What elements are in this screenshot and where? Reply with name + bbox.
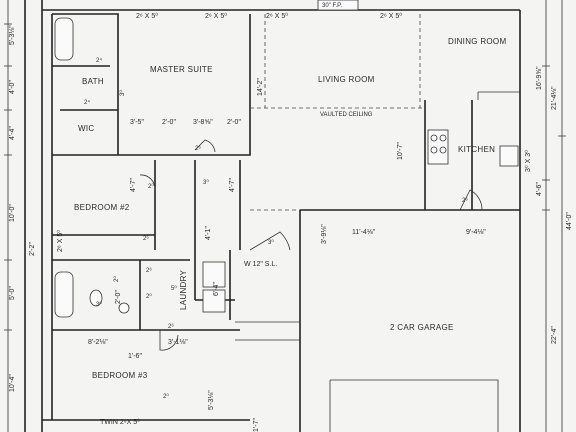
door-label: 2⁰ [113,276,120,282]
door-label: 2⁴ [84,99,90,106]
dimension-label: 4'-7" [229,178,236,192]
range [427,129,449,165]
washer [202,261,226,288]
door-labels: 2⁴ 2⁴ 3⁰ 2⁰ 2⁶ 3⁰ 2⁶ 2⁶ 3⁰ 2⁰ 2⁰ 5⁰ 2⁶ 2… [84,57,468,400]
annotations: VAULTED CEILING 30" F.P. W 12" S.L. TWIN… [100,3,373,426]
dimension-label: 5'-0" [9,286,16,300]
fixtures [54,0,520,318]
door-label: 2⁶ [143,235,149,242]
room-bedroom-3: BEDROOM #3 [92,371,148,380]
window-label: 3⁰ X 3⁰ [524,150,532,172]
master-tub [54,17,74,61]
door-label: 2⁶ [146,267,152,274]
dimension-label: 4'-7" [130,178,137,192]
dimension-label: 5'-3⅛" [9,25,16,45]
dimension-labels: 5'-3⅛" 4'-0" 4'-4" 10'-0" 2'-2" 5'-0" 10… [9,25,573,432]
dimension-label: 3'-9⅛" [321,224,328,244]
dimension-label: 3'-8⅝" [193,119,213,126]
wsl-note: W 12" S.L. [244,261,277,268]
room-master-suite: MASTER SUITE [150,65,213,74]
dimension-label: 21'-4⅛" [551,86,558,110]
interior-walls [51,13,473,420]
door-label: 3⁰ [119,90,126,96]
window-label: 2⁶ X 5⁰ [56,230,64,252]
dimension-label: 2'-2" [29,242,36,256]
dimension-label: 2'-0" [162,119,176,126]
dimension-label: 16'-9⅝" [536,66,543,90]
dimension-lines [4,0,566,432]
room-garage: 2 CAR GARAGE [390,323,454,332]
room-dining-room: DINING ROOM [448,37,506,46]
hall-tub [54,271,74,318]
dimension-label: 3'-5" [130,119,144,126]
dimension-label: 9'-4⅛" [466,229,486,236]
dimension-label: 6'-4" [213,282,220,296]
dimension-label: 3'-1⅛" [168,339,188,346]
dimension-label: 1'-6" [128,353,142,360]
room-wic: WIC [78,124,94,133]
window-label: 2⁶ X 5⁰ [136,12,158,20]
fireplace [317,0,359,11]
door-label: 3⁰ [203,179,209,186]
toilet [89,289,103,307]
dimension-label: 4'-0" [9,80,16,94]
room-bedroom-2: BEDROOM #2 [74,203,130,212]
window-label: 2⁶ X 5⁰ [266,12,288,20]
door-label: 2⁶ [168,323,174,330]
door-label: 2⁶ [195,145,201,152]
lav-sink [118,302,130,314]
exterior-walls [24,0,521,432]
garage-apron [235,321,499,432]
dryer [202,289,226,313]
dimension-label: 4'-6" [536,182,543,196]
kitchen-sink [499,145,519,167]
dimension-label: 14'-2" [257,78,264,96]
dimension-label: 1'-7" [253,418,260,432]
door-label: 3⁰ [96,301,102,308]
room-bath: BATH [82,77,104,86]
dimension-label: 10'-0" [9,204,16,222]
dimension-label: 4'-1" [205,226,212,240]
vaulted-ceiling-note: VAULTED CEILING [320,112,373,118]
door-label: 3⁰ [268,239,274,246]
dimension-label: 22'-4" [551,326,558,344]
dimension-label: 10'-7" [397,142,404,160]
fireplace-note: 30" F.P. [322,3,342,9]
window-label: 2⁶ X 5⁰ [205,12,227,20]
dimension-label: 2'-0" [227,119,241,126]
door-label: 2⁶ [462,197,468,204]
dimension-label: 4'-4" [9,126,16,140]
door-swings [139,139,483,351]
dimension-label: 44'-0" [566,212,573,230]
room-living-room: LIVING ROOM [318,75,375,84]
dimension-label: 11'-4⅛" [352,229,376,236]
window-label: 2⁶ X 5⁰ [380,12,402,20]
room-labels: MASTER SUITE LIVING ROOM DINING ROOM KIT… [74,37,506,380]
door-label: 2⁰ [148,183,154,190]
door-label: 2⁴ [96,57,102,64]
dimension-label: 2'-0" [115,290,122,304]
door-label: 2⁰ [163,393,169,400]
door-label: 5⁰ [171,285,177,292]
room-kitchen: KITCHEN [458,145,495,154]
dimension-label: 8'-2⅛" [88,339,108,346]
ceiling-lines [250,14,425,211]
room-laundry: LAUNDRY [179,269,188,310]
window-labels: 2⁶ X 5⁰ 2⁶ X 5⁰ 2⁶ X 5⁰ 2⁶ X 5⁰ 2⁶ X 5⁰ … [56,12,532,252]
dimension-label: 10'-4" [9,374,16,392]
dimension-label: 5'-3⅛" [208,390,215,410]
twin-window-note: TWIN 2⁶X 5⁰ [100,418,140,426]
door-label: 2⁰ [146,293,152,300]
